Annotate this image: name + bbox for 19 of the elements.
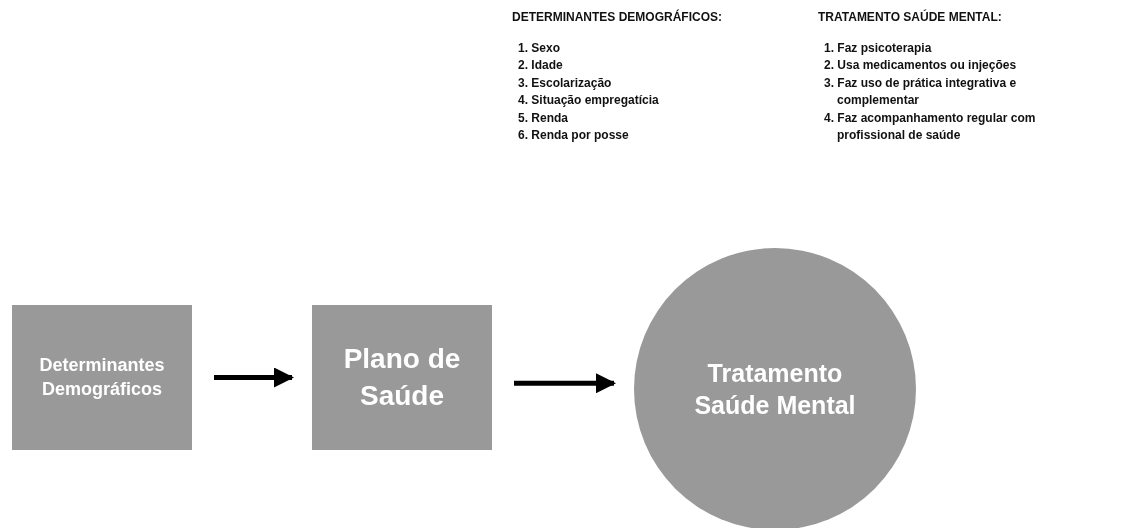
process-box [312, 305, 492, 450]
list-item: 3. Faz uso de prática integrativa e complementar [823, 74, 1018, 110]
list-item: 6. Renda por posse [517, 126, 630, 144]
list-item: 3. Escolarização [517, 74, 613, 92]
node-label: Plano de Saúde [342, 342, 462, 413]
list-item: 1. Sexo [517, 40, 562, 57]
list-item: 2. Usa medicamentos ou injeções [823, 57, 1018, 75]
node-label: Tratamento Saúde Mental [693, 357, 857, 421]
process-box [12, 305, 192, 450]
list-heading: TRATAMENTO SAÚDE MENTAL: [818, 10, 1003, 24]
list-item: 4. Situação empregatícia [517, 92, 660, 110]
list-item: 2. Idade [517, 57, 564, 75]
arrow [214, 367, 294, 388]
list-item: 1. Faz psicoterapia [823, 40, 933, 57]
arrow [514, 373, 616, 394]
list-heading: DETERMINANTES DEMOGRÁFICOS: [512, 10, 723, 24]
list-item: 4. Faz acompanhamento regular com profissional de saúde [823, 109, 1037, 144]
list-item: 5. Renda [517, 109, 569, 127]
node-label: Determinantes Demográficos [38, 354, 166, 401]
